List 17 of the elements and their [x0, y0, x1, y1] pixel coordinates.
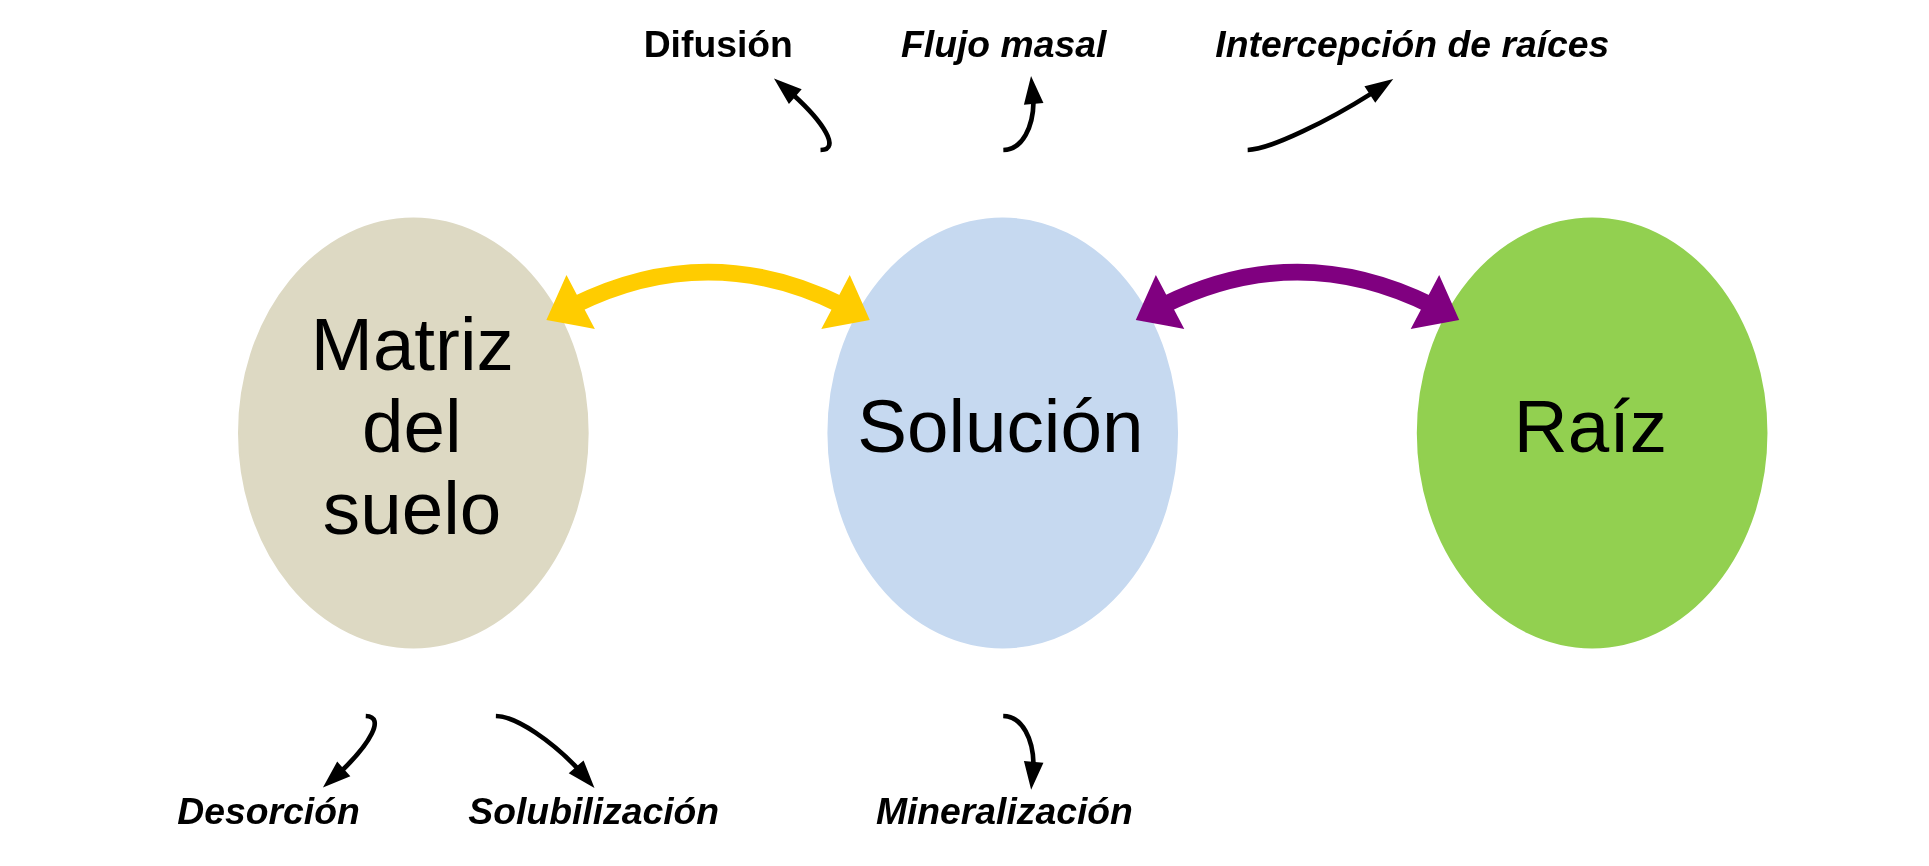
arrow — [1135, 263, 1460, 329]
arrow — [322, 713, 377, 788]
node-text: Mineralización — [875, 790, 1133, 833]
node-text: Difusión — [643, 22, 793, 65]
node-ellipse: Raíz — [1416, 217, 1768, 649]
arrow — [774, 78, 832, 153]
node-text: Desorción — [177, 790, 360, 833]
node-ellipse: Solución — [827, 217, 1179, 649]
node-ellipse: Matriz del suelo — [238, 217, 589, 649]
arrow — [1247, 79, 1394, 153]
arrow — [495, 713, 595, 788]
node-text: Solubilización — [468, 790, 720, 833]
arrow — [1002, 713, 1044, 790]
node-text: Intercepción de raíces — [1215, 22, 1610, 65]
arrow — [546, 263, 870, 329]
node-text: Flujo masal — [901, 22, 1107, 65]
arrow — [1003, 75, 1044, 153]
